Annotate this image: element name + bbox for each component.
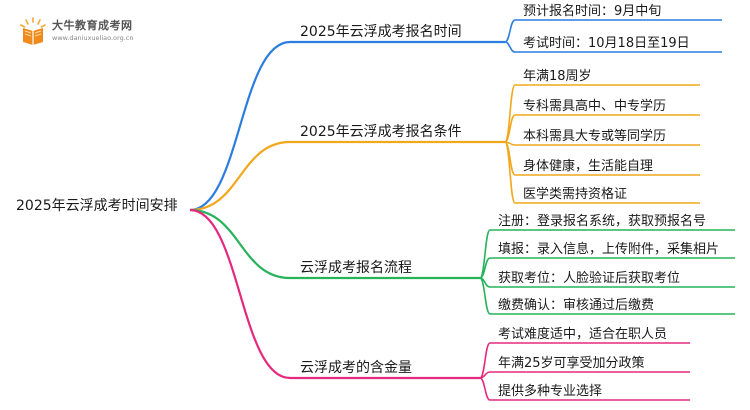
mind-map-labels: 2025年云浮成考时间安排 2025年云浮成考报名时间 预计报名时间：9月中旬考试… — [16, 3, 719, 399]
book-logo-icon — [20, 17, 46, 45]
leaf-connector — [504, 114, 516, 143]
leaf-label: 身体健康，生活能自理 — [523, 158, 653, 174]
leaf-label: 本科需具大专或等同学历 — [523, 128, 666, 144]
leaf-connector — [504, 41, 516, 53]
leaf-connector — [504, 141, 516, 204]
site-logo: 大牛教育成考网 www.daniuxueliao.org.cn — [18, 14, 138, 48]
branch-label: 2025年云浮成考报名时间 — [300, 24, 462, 40]
leaf-label: 考试时间：10月18日至19日 — [523, 36, 690, 51]
leaf-label: 考试难度适中，适合在职人员 — [498, 326, 667, 342]
leaf-label: 注册：登录报名系统，获取预报名号 — [498, 213, 706, 229]
mind-map-edges — [189, 19, 516, 401]
leaf-label: 医学类需持资格证 — [523, 186, 627, 202]
mind-map-underlines — [290, 19, 735, 401]
leaf-label: 年满25岁可享受加分政策 — [498, 355, 645, 371]
leaf-connector — [479, 342, 491, 379]
leaf-label: 填报：录入信息，上传附件，采集相片 — [498, 241, 719, 257]
leaf-connector — [504, 84, 516, 143]
branch-label: 2025年云浮成考报名条件 — [300, 123, 462, 140]
branch-connector — [189, 40, 291, 212]
leaf-connector — [479, 377, 491, 401]
logo-name: 大牛教育成考网 — [52, 19, 133, 32]
branch-connector — [189, 208, 291, 280]
leaf-connector — [479, 277, 491, 315]
leaf-label: 专科需具高中、中专学历 — [523, 98, 666, 114]
branch-connector — [189, 208, 291, 380]
branch-label: 云浮成考的含金量 — [300, 360, 412, 376]
root-node-label: 2025年云浮成考时间安排 — [16, 198, 178, 214]
logo-url: www.daniuxueliao.org.cn — [52, 34, 134, 42]
branch-connector — [189, 140, 291, 212]
leaf-label: 获取考位：人脸验证后获取考位 — [498, 270, 680, 286]
leaf-label: 缴费确认：审核通过后缴费 — [498, 298, 654, 313]
leaf-label: 提供多种专业选择 — [498, 383, 602, 399]
branch-label: 云浮成考报名流程 — [300, 260, 412, 276]
leaf-label: 预计报名时间：9月中旬 — [523, 3, 661, 19]
leaf-connector — [504, 19, 516, 43]
leaf-label: 年满18周岁 — [523, 69, 592, 84]
